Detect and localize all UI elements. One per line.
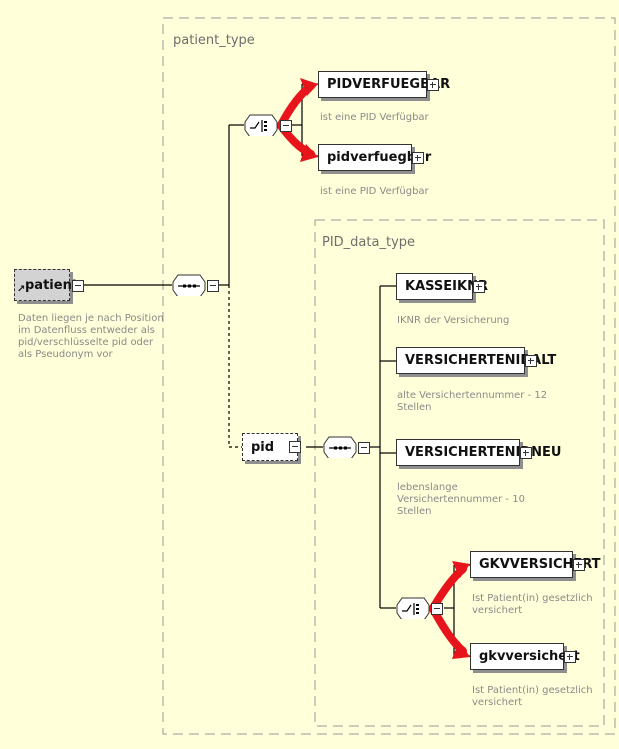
choice-compositor-icon[interactable] — [244, 114, 278, 136]
collapse-choice-icon[interactable] — [280, 120, 292, 132]
highlight-arrow-bottom-up — [429, 561, 470, 612]
expand-icon[interactable] — [564, 650, 576, 663]
pidverfuegbar-upper-element[interactable]: PIDVERFUEGBAR — [318, 71, 450, 98]
reference-arrow-icon: ↗ — [17, 284, 26, 295]
pid-data-type-region — [314, 219, 605, 727]
versichertenidneu-doc: lebenslange Versichertennummer - 10 Stel… — [397, 482, 525, 517]
kasseiknr-doc: IKNR der Versicherung — [397, 315, 510, 326]
pidverfuegbar-lower-element[interactable]: pidverfuegbar — [318, 144, 431, 171]
expand-icon[interactable] — [573, 558, 585, 571]
gkvversichert-lower-element[interactable]: gkvversichert — [470, 643, 580, 670]
patient-element[interactable]: ↗ patient — [14, 269, 78, 301]
versichertenidneu-element[interactable]: VERSICHERTENIDNEU — [396, 439, 561, 466]
versichertenidalt-element[interactable]: VERSICHERTENIDALT — [396, 347, 556, 374]
patient-doc: Daten liegen je nach Position im Datenfl… — [18, 313, 164, 360]
collapse-sequence-icon[interactable] — [207, 280, 219, 292]
patient-type-region — [162, 17, 616, 735]
gkvversichert-upper-element[interactable]: GKVVERSICHERT — [470, 551, 601, 578]
pid-data-type-label: PID_data_type — [322, 235, 416, 250]
choice-compositor-inner-icon[interactable] — [396, 597, 430, 619]
expand-icon[interactable] — [412, 151, 424, 164]
pidverfuegbar-upper-doc: ist eine PID Verfügbar — [320, 112, 429, 123]
sequence-compositor-icon[interactable] — [172, 274, 206, 296]
collapse-sequence-inner-icon[interactable] — [358, 442, 370, 454]
gkvversichert-lower-doc: Ist Patient(in) gesetzlich versichert — [472, 685, 593, 708]
kasseiknr-element[interactable]: KASSEIKNR — [396, 273, 488, 300]
highlight-arrow-bottom-down — [429, 605, 470, 659]
versichertenidalt-doc: alte Versichertennummer - 12 Stellen — [397, 390, 548, 413]
collapse-pid-icon[interactable] — [289, 441, 301, 453]
gkvversichert-upper-doc: Ist Patient(in) gesetzlich versichert — [472, 593, 593, 616]
expand-icon[interactable] — [525, 354, 537, 367]
patient-type-label: patient_type — [173, 33, 255, 48]
collapse-patient-icon[interactable] — [72, 280, 84, 292]
highlight-arrow-top-up — [277, 78, 318, 129]
collapse-choice-inner-icon[interactable] — [431, 603, 443, 615]
sequence-compositor-inner-icon[interactable] — [323, 436, 357, 458]
pidverfuegbar-lower-doc: ist eine PID Verfügbar — [320, 186, 429, 197]
expand-icon[interactable] — [473, 280, 485, 293]
expand-icon[interactable] — [520, 446, 532, 459]
expand-icon[interactable] — [427, 78, 439, 91]
